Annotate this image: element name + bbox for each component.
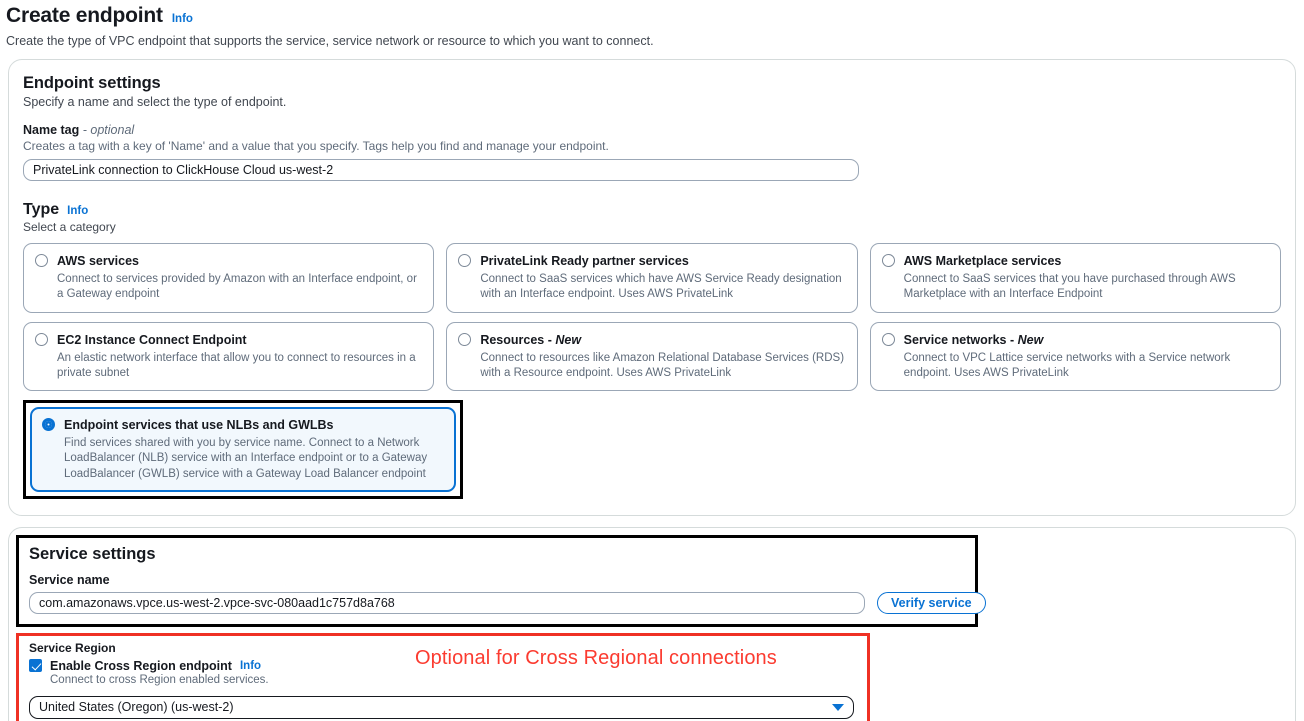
page-title: Create endpoint [6, 4, 163, 27]
type-subtitle: Select a category [23, 220, 116, 234]
selected-type-highlight-box: Endpoint services that use NLBs and GWLB… [23, 400, 463, 499]
page-subtitle: Create the type of VPC endpoint that sup… [6, 34, 654, 48]
type-heading-row: Type Info [23, 201, 1281, 219]
type-option-description: Connect to resources like Amazon Relatio… [480, 351, 845, 379]
service-name-label: Service name [29, 572, 110, 587]
name-tag-label-text: Name tag [23, 123, 80, 137]
radio-icon[interactable] [35, 254, 48, 267]
service-region-select[interactable]: United States (Oregon) (us-west-2) [29, 695, 854, 719]
verify-service-button[interactable]: Verify service [877, 591, 986, 614]
enable-cross-region-hint: Connect to cross Region enabled services… [50, 673, 269, 686]
page-info-link[interactable]: Info [171, 13, 193, 25]
name-tag-hint: Creates a tag with a key of 'Name' and a… [23, 139, 609, 153]
service-settings-highlight-box: Service settings Service name com.amazon… [16, 534, 986, 627]
enable-cross-region-checkbox[interactable] [29, 659, 42, 673]
name-tag-input[interactable]: PrivateLink connection to ClickHouse Clo… [23, 159, 859, 181]
radio-icon-selected[interactable] [42, 418, 55, 432]
type-option-description: Connect to services provided by Amazon w… [57, 273, 417, 301]
radio-icon[interactable] [35, 332, 48, 346]
type-option-privatelink-ready-partner-services[interactable]: PrivateLink Ready partner services Conne… [446, 243, 858, 313]
cross-region-annotation: Optional for Cross Regional connections [415, 646, 777, 669]
type-heading: Type [23, 201, 60, 218]
radio-icon[interactable] [458, 254, 472, 267]
type-option-grid: AWS services Connect to services provide… [23, 243, 1281, 392]
type-option-aws-services[interactable]: AWS services Connect to services provide… [23, 243, 435, 313]
service-name-row: com.amazonaws.vpce.us-west-2.vpce-svc-08… [29, 591, 986, 614]
service-name-input[interactable]: com.amazonaws.vpce.us-west-2.vpce-svc-08… [29, 591, 865, 614]
enable-cross-region-row[interactable]: Enable Cross Region endpoint Info [29, 659, 857, 673]
endpoint-settings-description: Specify a name and select the type of en… [23, 95, 287, 109]
name-tag-label: Name tag - optional [23, 123, 134, 137]
type-option-title: Resources - New [480, 332, 582, 347]
page-title-row: Create endpoint Info [6, 4, 1304, 28]
type-option-service-networks[interactable]: Service networks - New Connect to VPC La… [869, 321, 1281, 392]
type-option-description: Connect to SaaS services which have AWS … [480, 273, 842, 301]
type-option-endpoint-services-nlb-gwlb[interactable]: Endpoint services that use NLBs and GWLB… [30, 407, 456, 492]
chevron-down-icon[interactable] [832, 703, 844, 711]
endpoint-settings-title: Endpoint settings [23, 74, 161, 92]
type-option-title: AWS services [57, 254, 139, 268]
page-header: Create endpoint Info Create the type of … [0, 0, 1304, 48]
service-region-highlight-box: Service Region Enable Cross Region endpo… [16, 632, 870, 721]
type-option-title: Endpoint services that use NLBs and GWLB… [64, 418, 334, 433]
name-tag-label-row: Name tag - optional [23, 123, 1281, 137]
type-option-resources[interactable]: Resources - New Connect to resources lik… [446, 321, 858, 392]
enable-cross-region-label: Enable Cross Region endpoint [50, 658, 232, 673]
service-region-select-value: United States (Oregon) (us-west-2) [39, 700, 234, 715]
type-option-description: Find services shared with you by service… [64, 437, 428, 480]
type-option-description: An elastic network interface that allow … [57, 351, 416, 379]
type-option-ec2-instance-connect-endpoint[interactable]: EC2 Instance Connect Endpoint An elastic… [23, 321, 435, 392]
type-option-description: Connect to SaaS services that you have p… [903, 273, 1236, 301]
radio-icon[interactable] [458, 332, 472, 346]
name-tag-optional-suffix: - optional [82, 123, 135, 137]
service-settings-title: Service settings [29, 544, 156, 563]
radio-icon[interactable] [881, 254, 895, 267]
type-option-title: Service networks - New [903, 332, 1044, 347]
endpoint-settings-card: Endpoint settings Specify a name and sel… [8, 59, 1296, 516]
cross-region-info-link[interactable]: Info [239, 659, 262, 672]
type-info-link[interactable]: Info [67, 205, 89, 217]
service-settings-card: Service settings Service name com.amazon… [8, 526, 1296, 721]
type-option-description: Connect to VPC Lattice service networks … [903, 351, 1231, 379]
type-option-title: PrivateLink Ready partner services [480, 254, 689, 268]
type-option-aws-marketplace-services[interactable]: AWS Marketplace services Connect to SaaS… [869, 243, 1281, 313]
service-region-label: Service Region [29, 640, 116, 655]
type-option-title: AWS Marketplace services [903, 254, 1062, 268]
type-option-title: EC2 Instance Connect Endpoint [57, 332, 247, 347]
radio-icon[interactable] [881, 332, 895, 346]
